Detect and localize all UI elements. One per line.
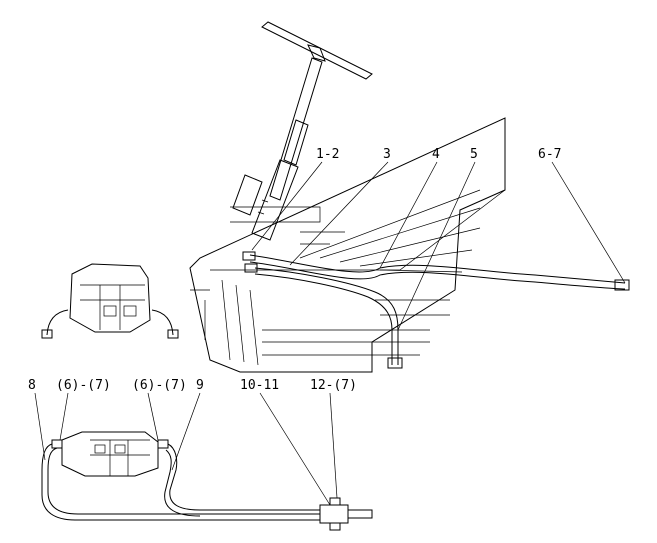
- hose-end-fitting: [387, 357, 403, 369]
- callout-label: 5: [470, 147, 478, 162]
- lower-valve-assembly: [41, 431, 373, 531]
- valve-detail-view: [41, 263, 179, 339]
- callout-label: 9: [196, 378, 204, 393]
- hose-end-fitting: [242, 251, 256, 261]
- callout-label: 12-(7): [310, 378, 357, 393]
- cab-platform: [189, 117, 506, 373]
- tee-fitting: [319, 504, 349, 524]
- callout-label: 6-7: [538, 147, 561, 162]
- hose-end-fitting: [244, 263, 258, 273]
- callout-label: 1-2: [316, 147, 339, 162]
- callout-label: 4: [432, 147, 440, 162]
- steering-wheel: [261, 21, 373, 80]
- callout-label: 10-11: [240, 378, 279, 393]
- callout-labels: 1-2 3 4 5 6-7 8 (6)-(7) (6)-(7) 9 10-11 …: [28, 147, 561, 393]
- callout-label: 3: [383, 147, 391, 162]
- hose-end-fitting: [614, 279, 630, 291]
- callout-label: (6)-(7): [132, 378, 187, 393]
- callout-label: (6)-(7): [56, 378, 111, 393]
- upper-hoses: [242, 251, 630, 369]
- callout-label: 8: [28, 378, 36, 393]
- steering-column: [232, 57, 323, 241]
- leader-lines: [34, 161, 626, 506]
